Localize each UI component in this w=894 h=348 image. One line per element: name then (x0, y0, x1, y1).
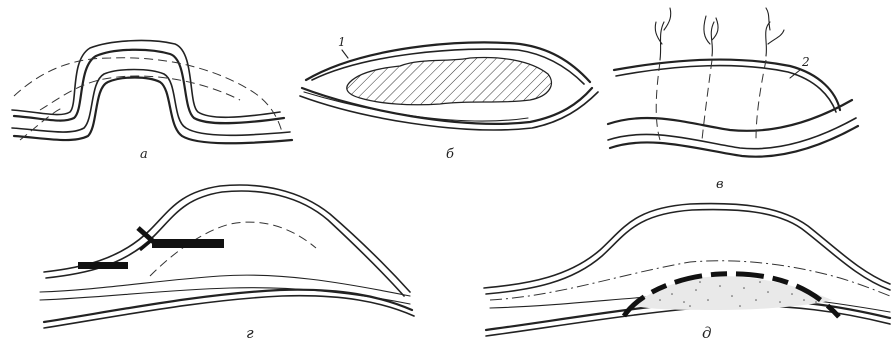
panel-b-label: б (446, 147, 454, 162)
panel-v-label: в (716, 177, 724, 192)
panel-v-root-1 (655, 8, 671, 60)
panel-a: а (12, 41, 292, 162)
panel-g-layer-2 (40, 288, 410, 304)
panel-g-dashed-layer (150, 222, 316, 276)
panel-b-callout-1: 1 (338, 35, 346, 49)
panel-v-root-2 (704, 16, 718, 56)
panel-a-dashed-inner (40, 76, 240, 110)
panel-g-bar-large (152, 239, 224, 248)
panel-v-lower-boundary (608, 100, 852, 131)
panel-d-label: д (702, 324, 712, 342)
panel-g-bar-small (78, 262, 128, 269)
panel-g-base-1 (44, 290, 412, 322)
panel-b: 1 б (300, 35, 598, 162)
panel-v-dashed-3 (756, 60, 766, 140)
panel-g-bar-stem-2 (140, 240, 152, 250)
panel-d-stipple-fill (634, 276, 832, 310)
panel-v-root-3 (766, 8, 784, 56)
panel-g: г (40, 185, 414, 342)
panel-v-upper-inner (616, 66, 836, 112)
panel-d: д (484, 204, 890, 342)
panel-a-label: а (140, 147, 148, 162)
panel-a-layer-3 (14, 78, 292, 144)
panel-v-dashed-1 (656, 62, 660, 140)
panel-v: 2 в (608, 8, 858, 192)
panel-b-callout-leader (342, 50, 348, 58)
panel-g-label: г (246, 324, 254, 342)
panel-b-hatched-body (347, 58, 552, 105)
panel-g-surface-inner (46, 191, 404, 296)
panel-v-callout-leader (790, 70, 800, 78)
panel-v-callout-2: 2 (801, 55, 810, 69)
panel-d-surface (484, 204, 890, 288)
panel-v-dashed-2 (702, 60, 712, 140)
